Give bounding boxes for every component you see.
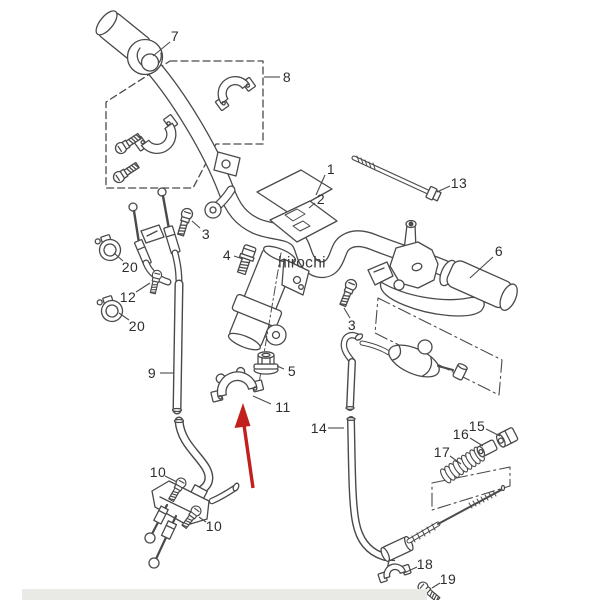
holder-clamp-band — [231, 293, 283, 328]
cable-barrel — [452, 363, 468, 381]
throttle-cable-run — [171, 279, 214, 496]
part-label-5-12: 5 — [288, 363, 296, 379]
part-label-3-5: 3 — [202, 226, 210, 242]
callout-box-throttle-housing — [105, 60, 264, 189]
leader-line-5-12 — [276, 365, 285, 370]
leader-line-20-7 — [113, 252, 124, 262]
label-plate-1 — [256, 169, 333, 214]
part-label-11-13: 11 — [275, 399, 291, 415]
part-label-10-19: 10 — [150, 464, 167, 480]
leader-line-10-20 — [198, 516, 207, 523]
part-label-1-2: 1 — [327, 161, 335, 177]
part-label-18-21: 18 — [417, 556, 434, 572]
leader-line-10-19 — [164, 475, 178, 483]
leader-line-1-2 — [315, 174, 326, 196]
cable-end-ball — [128, 202, 138, 212]
part-label-3-10: 3 — [348, 317, 356, 333]
part-label-20-9: 20 — [129, 318, 146, 334]
part-label-8-1: 8 — [283, 69, 291, 85]
leader-line-7-0 — [152, 41, 171, 57]
right-grip — [446, 260, 518, 311]
part-label-7-0: 7 — [171, 28, 179, 44]
bracket-clamp-front — [367, 261, 394, 286]
part-label-12-8: 12 — [120, 289, 137, 305]
collar-16 — [476, 439, 498, 458]
cable-end-ball — [157, 187, 167, 197]
part-label-10-20: 10 — [206, 518, 223, 534]
cable-clamp-18 — [377, 559, 412, 584]
cable-bracket — [140, 224, 165, 244]
leader-line-17-18 — [449, 455, 462, 465]
brake-lever — [379, 281, 485, 317]
part-label-2-3: 2 — [317, 191, 325, 207]
leader-line-3-5 — [191, 220, 201, 229]
nut-15 — [495, 427, 519, 448]
part-label-17-18: 17 — [434, 444, 451, 460]
callout-box-cable-end — [374, 297, 503, 396]
holder-boss — [265, 324, 287, 346]
holder-clamp-11 — [210, 366, 265, 403]
leader-line-3-10 — [343, 307, 351, 319]
leader-lines — [113, 41, 501, 589]
rod-13 — [351, 155, 442, 202]
locknut-5 — [253, 351, 279, 375]
cable-clamp-lower — [96, 295, 124, 323]
boot-knob — [417, 339, 433, 355]
throttle-housing-upper — [214, 75, 256, 112]
pointer-arrow-shaft — [242, 424, 255, 489]
leader-line-4-6 — [233, 255, 244, 260]
bottom-edge-shadow — [22, 589, 427, 600]
part-label-6-11: 6 — [495, 243, 503, 259]
part-label-14-15: 14 — [311, 420, 328, 436]
cable-end-ball — [144, 532, 156, 544]
leader-line-19-22 — [431, 582, 441, 589]
leader-line-15-16 — [485, 428, 501, 437]
lever-bracket-assembly — [367, 219, 518, 317]
leader-line-16-17 — [469, 437, 484, 447]
part-label-4-6: 4 — [223, 247, 231, 263]
cable-clamp-upper — [94, 234, 122, 262]
part-label-9-14: 9 — [148, 365, 156, 381]
cable-junction — [144, 475, 240, 569]
part-label-15-16: 15 — [469, 418, 486, 434]
leader-line-6-11 — [469, 256, 494, 279]
mounting-bolt-4 — [236, 244, 257, 276]
adjuster-rod — [437, 488, 504, 525]
leader-line-18-21 — [403, 566, 418, 574]
part-label-19-22: 19 — [440, 571, 457, 587]
pointer-arrow-head — [234, 403, 251, 428]
leader-line-20-9 — [118, 312, 130, 321]
brake-cable — [340, 332, 506, 563]
handlebar — [143, 57, 455, 279]
part-label-16-17: 16 — [453, 426, 470, 442]
part-label-20-7: 20 — [122, 259, 139, 275]
callout-box-adjuster-rod — [431, 466, 511, 511]
pointer-arrow — [234, 403, 255, 489]
leader-line-11-13 — [252, 395, 272, 405]
label-plate-2 — [269, 200, 338, 243]
watermark-text: hirochi — [278, 254, 326, 271]
cable-end-ball — [148, 557, 160, 569]
part-label-13-4: 13 — [451, 175, 468, 191]
leader-line-2-3 — [308, 202, 316, 209]
cable-end-boot — [359, 339, 468, 381]
spring-17 — [440, 446, 485, 484]
leader-line-12-8 — [135, 282, 151, 293]
handlebar-boss — [204, 201, 222, 219]
left-grip — [95, 10, 164, 76]
lever-holder-body — [227, 245, 310, 351]
leader-line-13-4 — [436, 185, 451, 193]
